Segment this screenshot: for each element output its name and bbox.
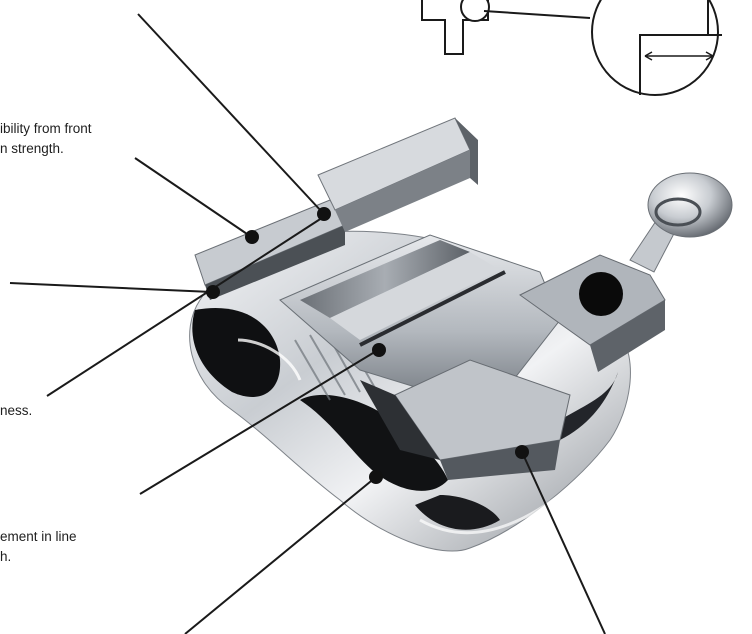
callout-dot-bottom-left xyxy=(369,470,383,484)
base-shadow-lower-left xyxy=(415,495,500,530)
pad-highlight-1 xyxy=(237,338,302,381)
base-shadow-bottom xyxy=(300,394,448,491)
inset-profile-outline xyxy=(421,0,489,55)
tie-wing-right-face xyxy=(590,300,665,372)
callout-dot-top xyxy=(317,207,331,221)
tie-wing-bottom xyxy=(394,359,571,461)
id-marker-dot xyxy=(579,272,623,316)
pad-highlight-2 xyxy=(419,493,561,535)
leader-line-mid-left xyxy=(46,213,329,397)
inset-connector xyxy=(483,10,591,19)
tie-wing-top-left-face xyxy=(205,225,345,300)
leader-line-left xyxy=(9,282,213,293)
tie-wing-top-rear-face xyxy=(335,150,470,232)
dimension-arrowhead-left xyxy=(644,51,653,61)
callout-dots xyxy=(206,207,529,484)
inset-detail xyxy=(421,0,722,96)
leader-lines xyxy=(9,13,606,634)
inset-magnifier-small xyxy=(460,0,490,22)
callout-dot-top-left xyxy=(245,230,259,244)
archwire-slot xyxy=(300,240,470,318)
hook-ball-rim xyxy=(654,197,702,227)
callout-dot-left xyxy=(206,285,220,299)
caption-bottom-left-line-1: ement in line xyxy=(0,529,77,544)
leader-line-top-left xyxy=(134,157,251,237)
caption-bottom-left: ement in line h. xyxy=(0,527,77,567)
inset-profile-zoom xyxy=(639,0,722,95)
dimension-arrowhead-right xyxy=(705,51,714,61)
base-shadow-right xyxy=(560,372,618,440)
callout-dot-center xyxy=(372,343,386,357)
slot-floor xyxy=(330,252,500,340)
tie-wing-top-rear-side xyxy=(455,118,478,185)
caption-middle-left: ness. xyxy=(0,401,32,421)
slot-edge xyxy=(359,270,506,347)
leader-line-bottom-left xyxy=(184,476,377,634)
leader-line-center xyxy=(139,349,379,495)
caption-middle-left-line-1: ness. xyxy=(0,403,33,418)
inset-magnifier-large xyxy=(591,0,719,96)
leader-line-top xyxy=(137,13,323,213)
leader-line-bottom-right xyxy=(521,451,606,634)
caption-top-left-line-1: ibility from front xyxy=(0,121,92,136)
base-shadow-left xyxy=(192,308,281,397)
callout-dot-bottom-right xyxy=(515,445,529,459)
caption-bottom-left-line-2: h. xyxy=(0,549,12,564)
hook-ball xyxy=(647,172,733,238)
caption-top-left-line-2: n strength. xyxy=(0,141,64,156)
tie-wing-bottom-shadow xyxy=(360,380,440,460)
caption-top-left: ibility from front n strength. xyxy=(0,119,92,159)
